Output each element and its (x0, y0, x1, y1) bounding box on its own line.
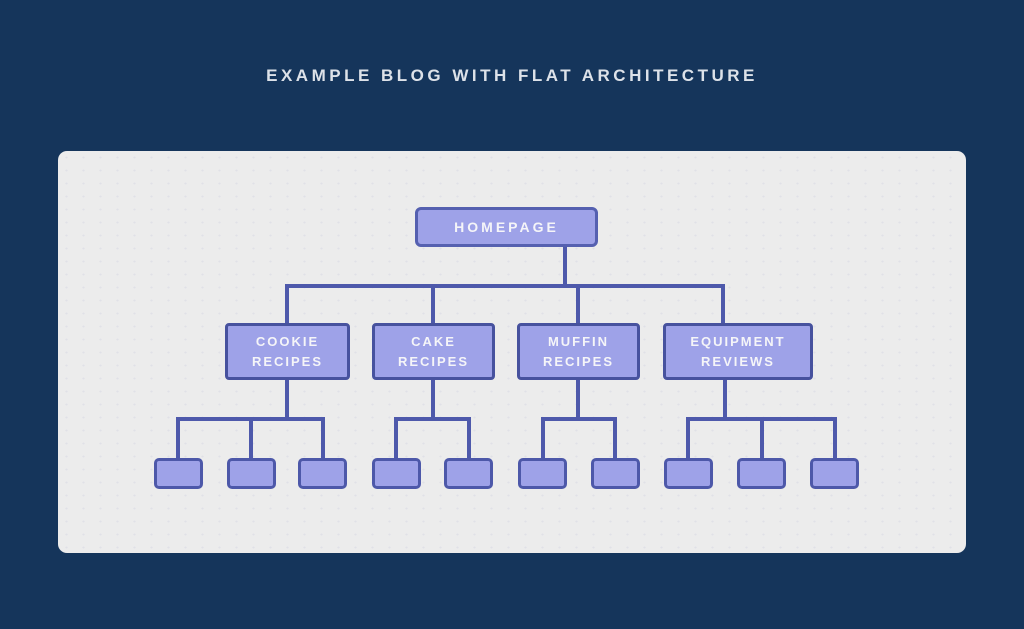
leaf-page-node (227, 458, 276, 489)
connector-leaf-drop (394, 417, 398, 462)
connector-cookie-stem (285, 380, 289, 420)
node-muffin-recipes: MUFFIN RECIPES (517, 323, 640, 380)
leaf-page-node (810, 458, 859, 489)
connector-drop-cookie (285, 284, 289, 326)
connector-leaf-drop (613, 417, 617, 462)
node-equipment-reviews: EQUIPMENT REVIEWS (663, 323, 813, 380)
leaf-page-node (372, 458, 421, 489)
connector-root-drop (563, 246, 567, 286)
leaf-page-node (664, 458, 713, 489)
leaf-page-node (737, 458, 786, 489)
leaf-page-node (591, 458, 640, 489)
connector-main-bus (285, 284, 725, 288)
leaf-page-node (518, 458, 567, 489)
node-cake-recipes: CAKE RECIPES (372, 323, 495, 380)
leaf-page-node (444, 458, 493, 489)
leaf-page-node (298, 458, 347, 489)
diagram-canvas: HOMEPAGE COOKIE RECIPES CAKE RECIPES MUF… (58, 151, 966, 553)
node-cookie-recipes: COOKIE RECIPES (225, 323, 350, 380)
connector-leaf-drop (321, 417, 325, 462)
connector-cake-stem (431, 380, 435, 420)
connector-leaf-drop (833, 417, 837, 462)
connector-drop-equipment (721, 284, 725, 326)
connector-leaf-drop (686, 417, 690, 462)
connector-leaf-drop (467, 417, 471, 462)
connector-leaf-drop (541, 417, 545, 462)
connector-drop-muffin (576, 284, 580, 326)
connector-equipment-stem (723, 380, 727, 420)
diagram-title: EXAMPLE BLOG WITH FLAT ARCHITECTURE (266, 66, 758, 85)
connector-cake-bus (394, 417, 471, 421)
node-homepage: HOMEPAGE (415, 207, 598, 247)
connector-leaf-drop (176, 417, 180, 462)
connector-muffin-stem (576, 380, 580, 420)
connector-muffin-bus (541, 417, 617, 421)
leaf-page-node (154, 458, 203, 489)
connector-leaf-drop (249, 417, 253, 462)
connector-drop-cake (431, 284, 435, 326)
connector-leaf-drop (760, 417, 764, 462)
